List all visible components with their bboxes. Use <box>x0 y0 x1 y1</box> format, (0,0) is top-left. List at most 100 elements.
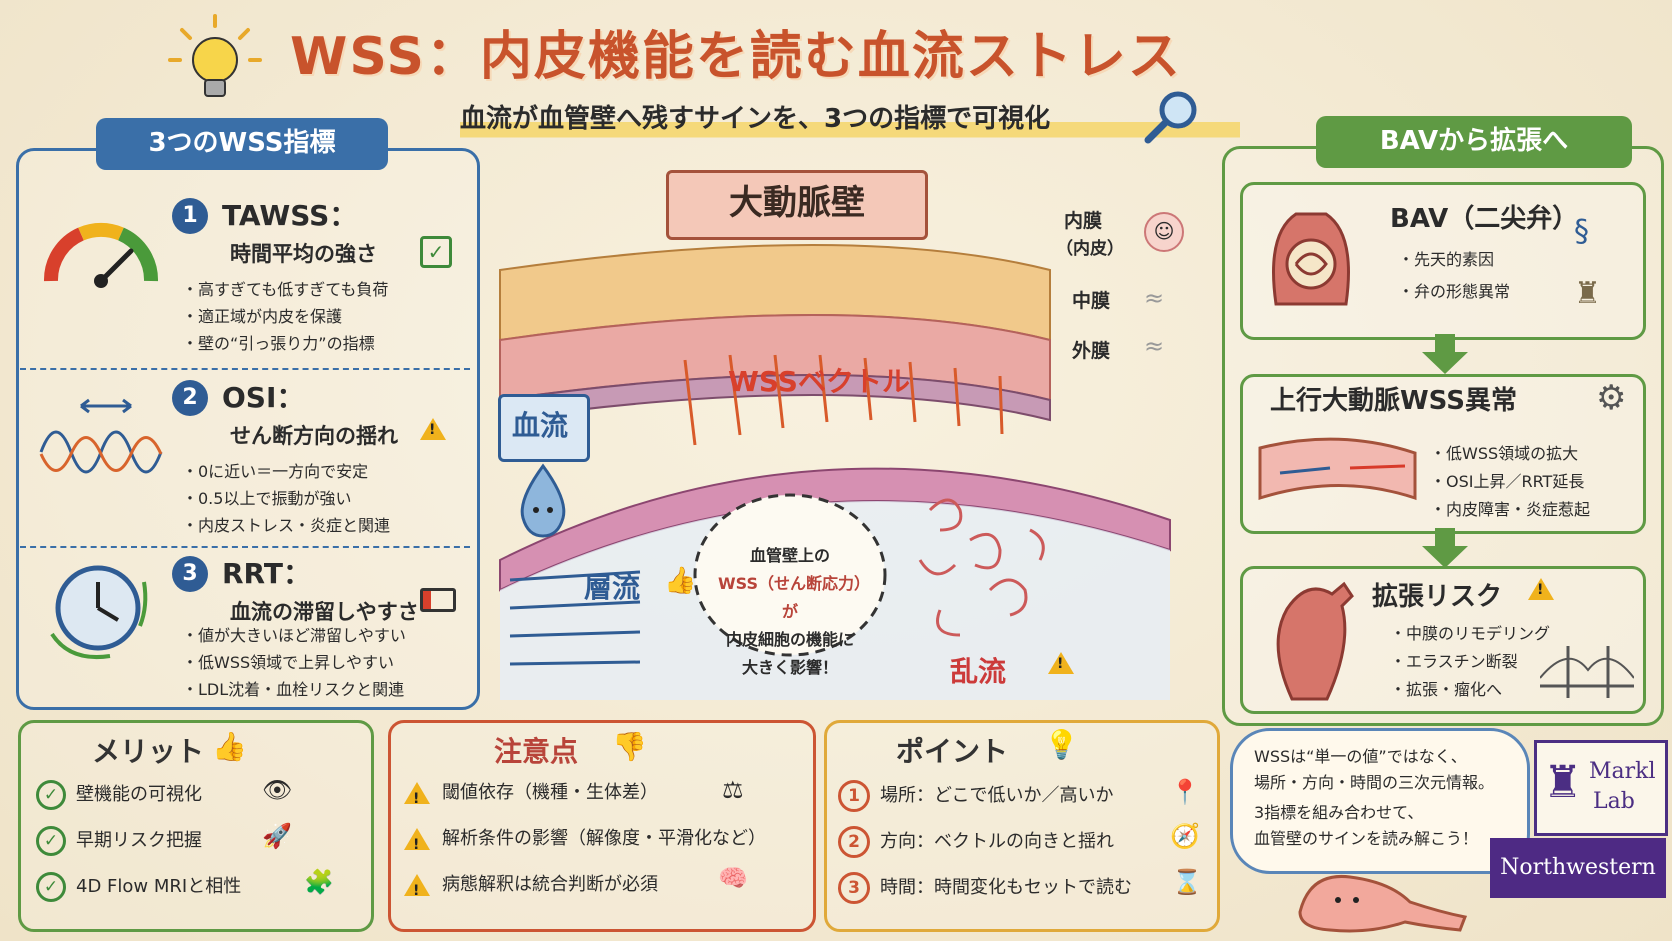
metric-2-name: OSI： <box>222 381 305 414</box>
metric-3-bullet-2: ・低WSS領域で上昇しやすい <box>182 653 394 672</box>
wss-abnormal-title: 上行大動脈WSS異常 <box>1270 386 1517 416</box>
northwestern-logo: Northwestern <box>1490 838 1666 898</box>
bloodflow-arrow-box <box>498 394 590 462</box>
thumbs-up-icon: 👍 <box>664 566 697 596</box>
lightbulb-icon: 💡 <box>1044 728 1079 761</box>
magnifier-icon <box>1144 91 1197 144</box>
thumbs-down-icon: 👎 <box>612 730 647 763</box>
metric-3-number: 3 <box>172 556 208 592</box>
oscillation-icon <box>39 398 163 474</box>
compass-icon: 🧭 <box>1170 822 1200 850</box>
summary-speech-bubble <box>1230 728 1530 874</box>
thumbs-up-icon: 👍 <box>212 730 247 763</box>
caution-item-1: !閾値依存（機種・生体差） <box>404 780 658 807</box>
low-battery-icon <box>420 588 456 612</box>
points-panel <box>824 720 1220 932</box>
cautions-title: 注意点 <box>494 735 579 768</box>
metric-3-sub: 血流の滞留しやすさ <box>230 600 419 624</box>
aorta-flow-icon <box>1258 437 1417 501</box>
metric-2-bullet-3: ・内皮ストレス・炎症と関連 <box>182 516 391 535</box>
bav-panel-header: BAVから拡張へ <box>1316 116 1632 168</box>
metrics-panel-header: 3つのWSS指標 <box>96 118 388 170</box>
divider <box>20 368 470 370</box>
bav-bullet-2: ・弁の形態異常 <box>1398 282 1511 301</box>
page-title: WSS：内皮機能を読む血流ストレス <box>290 27 1182 87</box>
eye-icon: 👁 <box>262 776 293 804</box>
layer-label-intima: 内膜 <box>1064 210 1103 232</box>
laminar-flow-label: 層流 <box>584 571 641 604</box>
wave-icon: ≈ <box>1144 332 1165 360</box>
wss-vector-label: WSSベクトル <box>728 365 910 398</box>
bav-box-title: BAV（二尖弁） <box>1390 204 1579 234</box>
hourglass-icon: ⌛ <box>1172 868 1202 896</box>
metric-1-number: 1 <box>172 198 208 234</box>
puzzle-icon: 🧩 <box>304 868 334 896</box>
warning-icon: ! <box>404 874 430 899</box>
dilation-risk-bullet-2: ・エラスチン断裂 <box>1390 652 1518 671</box>
center-note-line-2: WSS（せん断応力）が <box>718 574 862 621</box>
castle-logo-icon: ♜ <box>1543 757 1583 808</box>
layer-label-media: 中膜 <box>1072 290 1111 312</box>
warning-icon: ! <box>420 418 458 440</box>
wss-abnormal-bullet-1: ・低WSS領域の拡大 <box>1430 444 1579 463</box>
blood-drop-icon <box>520 463 566 538</box>
down-arrow-icon <box>1422 334 1468 374</box>
wss-abnormal-bullet-3: ・内皮障害・炎症惹起 <box>1430 500 1591 519</box>
smile-icon: ☺ <box>1144 212 1184 252</box>
wss-abnormal-bullet-2: ・OSI上昇／RRT延長 <box>1430 472 1585 491</box>
location-pin-icon: 📍 <box>1170 778 1200 806</box>
dilation-risk-bullet-1: ・中膜のリモデリング <box>1390 624 1551 643</box>
merit-item-3: ✓4D Flow MRIと相性 <box>36 872 241 902</box>
merit-item-2: ✓早期リスク把握 <box>36 826 202 856</box>
metric-3-bullet-1: ・値が大きいほど滞留しやすい <box>182 626 406 645</box>
wave-icon: ≈ <box>1144 284 1165 312</box>
cautions-panel <box>388 720 816 932</box>
bubble-line-4: 血管壁のサインを読み解こう！ <box>1254 829 1479 848</box>
checkbox-icon: ✓ <box>420 236 452 268</box>
check-icon: ✓ <box>36 872 66 902</box>
warning-icon: ! <box>1048 652 1086 674</box>
rocket-icon: 🚀 <box>262 822 292 850</box>
divider <box>20 546 470 548</box>
metric-2-bullet-2: ・0.5以上で振動が強い <box>182 489 352 508</box>
bubble-line-1: WSSは“単一の値”ではなく、 <box>1254 747 1467 766</box>
metric-1-sub: 時間平均の強さ <box>230 242 377 266</box>
bloodflow-label: 血流 <box>512 409 569 442</box>
castle-icon: ♜ <box>1574 276 1601 311</box>
aorta-mascot-icon <box>1298 874 1468 933</box>
center-note-line-1: 血管壁上の <box>749 546 830 565</box>
metric-1-bullet-1: ・高すぎても低すぎても負荷 <box>182 280 389 299</box>
metric-2-bullet-1: ・0に近い＝一方向で安定 <box>182 462 369 481</box>
markl-logo-line-2: Lab <box>1593 789 1635 814</box>
center-note-line-3: 内皮細胞の機能に <box>725 630 854 649</box>
lightbulb-icon <box>168 14 262 97</box>
metric-2-number: 2 <box>172 380 208 416</box>
bridge-icon <box>1540 646 1634 698</box>
gear-icon: ⚙ <box>1596 378 1627 418</box>
layer-label-adventitia: 外膜 <box>1072 340 1111 362</box>
metric-1-bullet-2: ・適正域が内皮を保護 <box>182 307 343 326</box>
brain-icon: 🧠 <box>718 864 748 892</box>
dilation-risk-bullet-3: ・拡張・瘤化へ <box>1390 680 1503 699</box>
layer-label-endothelium: （内皮） <box>1056 239 1124 259</box>
caution-item-3: !病態解釈は統合判断が必須 <box>404 872 658 899</box>
caution-item-2: !解析条件の影響（解像度・平滑化など） <box>404 826 766 853</box>
points-title: ポイント <box>896 735 1009 768</box>
markl-logo-line-1: Markl <box>1589 759 1656 784</box>
metric-1-bullet-3: ・壁の“引っ張り力”の指標 <box>182 334 375 353</box>
dna-icon: § <box>1574 214 1589 249</box>
bubble-line-2: 場所・方向・時間の三次元情報。 <box>1254 773 1495 792</box>
aortic-wall-illustration <box>499 244 1171 700</box>
aneurysm-icon <box>1276 581 1354 701</box>
scale-icon: ⚖ <box>722 776 744 804</box>
clock-icon <box>50 565 148 659</box>
check-icon: ✓ <box>36 780 66 810</box>
warning-icon: ! <box>404 828 430 853</box>
check-icon: ✓ <box>36 826 66 856</box>
merit-item-1: ✓壁機能の可視化 <box>36 780 202 810</box>
merits-title: メリット <box>92 735 205 768</box>
